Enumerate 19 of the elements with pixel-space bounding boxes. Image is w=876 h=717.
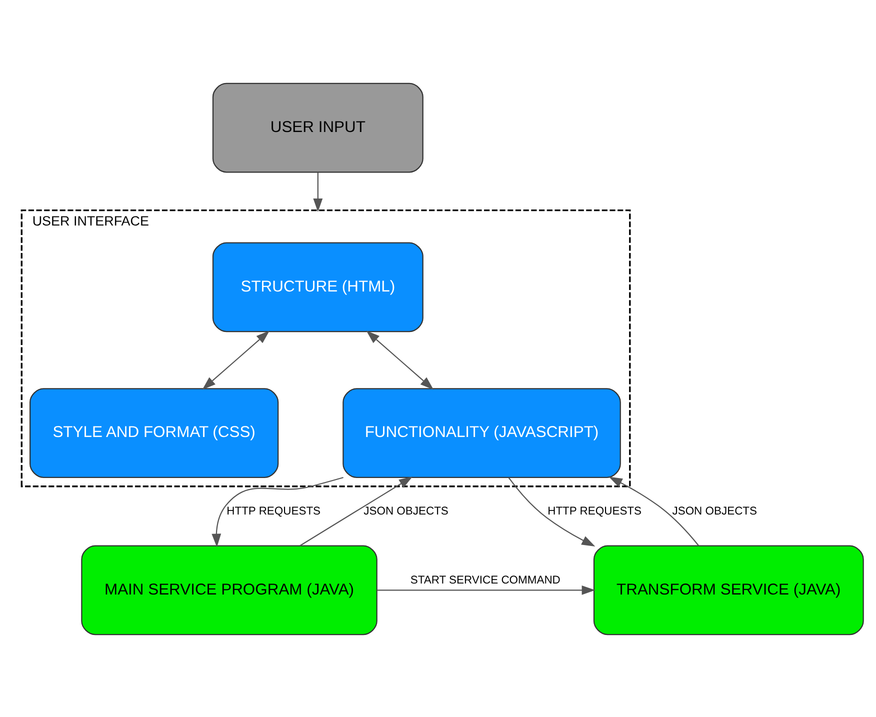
edge-label: HTTP REQUESTS xyxy=(226,504,321,517)
edge-label: JSON OBJECTS xyxy=(672,504,758,517)
arrow xyxy=(212,476,344,547)
node-box: STYLE AND FORMAT (CSS) xyxy=(30,388,279,478)
arrow xyxy=(608,476,700,546)
arrow xyxy=(300,476,413,546)
arrow xyxy=(508,476,596,546)
arrow xyxy=(366,330,434,390)
arrow xyxy=(202,330,270,390)
edge-label: START SERVICE COMMAND xyxy=(410,574,560,586)
node-box: FUNCTIONALITY (JAVASCRIPT) xyxy=(342,388,621,478)
edge-label: JSON OBJECTS xyxy=(364,504,448,517)
node-box: MAIN SERVICE PROGRAM (JAVA) xyxy=(81,544,378,635)
node-box: USER INPUT xyxy=(212,82,424,172)
node-box: STRUCTURE (HTML) xyxy=(212,242,424,332)
edge-label: HTTP REQUESTS xyxy=(548,504,642,517)
node-box: TRANSFORM SERVICE (JAVA) xyxy=(593,544,864,635)
arrow xyxy=(313,172,323,212)
arrow xyxy=(377,584,596,594)
